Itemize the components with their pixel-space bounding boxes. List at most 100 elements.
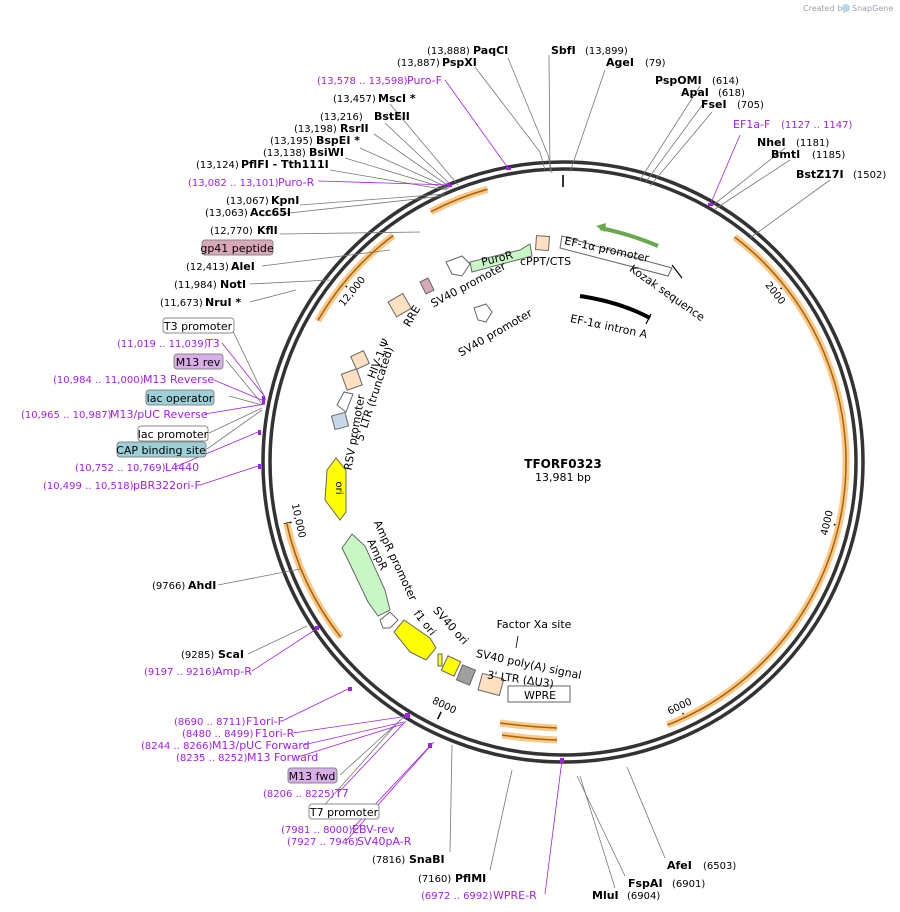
svg-text:EBV-rev: EBV-rev	[352, 823, 395, 836]
primer-f1ori-f: (8690 .. 8711)F1ori-F	[174, 715, 284, 728]
lac-operator-label: lac operator	[147, 392, 214, 405]
feature-arc-core	[317, 234, 394, 321]
primer-wpre-r: (6972 .. 6992)WPRE-R	[421, 889, 537, 902]
svg-text:T3: T3	[205, 337, 220, 350]
primer-leader-lines	[174, 79, 741, 895]
enzyme-pflfi: (13,124)PflFI - Tth111I	[196, 158, 329, 171]
svg-text:(6503): (6503)	[703, 861, 736, 872]
enzyme-bstz17i: BstZ17I(1502)	[796, 168, 886, 181]
enzyme-kfli: (12,770)KflI	[210, 224, 278, 237]
svg-text:SV40pA-R: SV40pA-R	[357, 835, 412, 848]
svg-text:(9197 .. 9216): (9197 .. 9216)	[144, 667, 216, 678]
f1ori-arrow	[393, 619, 437, 661]
cppt-box	[534, 235, 551, 252]
intron-bar	[579, 294, 651, 320]
svg-text:Acc65I: Acc65I	[250, 206, 291, 219]
svg-text:(12,770): (12,770)	[210, 226, 253, 237]
svg-text:SV40 promoter: SV40 promoter	[456, 306, 535, 359]
svg-text:pBR322ori-F: pBR322ori-F	[133, 479, 201, 492]
svg-text:AgeI: AgeI	[606, 56, 634, 69]
svg-text:FseI: FseI	[701, 98, 727, 111]
svg-text:EF1a-F: EF1a-F	[733, 118, 770, 131]
enzyme-noti: (11,984)NotI	[174, 278, 246, 291]
svg-text:M13 Reverse: M13 Reverse	[143, 373, 214, 386]
credit-prefix: Created by	[803, 4, 847, 13]
primer-puro-r: (13,082 .. 13,101)Puro-R	[188, 176, 315, 189]
svg-text:SnaBI: SnaBI	[409, 853, 445, 866]
feature-arc	[429, 185, 489, 215]
svg-text:(8690 .. 8711): (8690 .. 8711)	[174, 717, 246, 728]
svg-text:(9285): (9285)	[181, 650, 214, 661]
svg-text:PspXI: PspXI	[442, 56, 477, 69]
t3-promoter-label: T3 promoter	[163, 320, 233, 333]
feature-arc-core	[667, 236, 847, 726]
puror-arrow	[469, 243, 533, 273]
wpre-label: WPRE	[524, 689, 556, 702]
svg-text:(705): (705)	[737, 100, 764, 111]
svg-text:(12,413): (12,413)	[186, 262, 229, 273]
svg-text:T7: T7	[334, 787, 349, 800]
feature-arcs	[283, 185, 850, 729]
enzyme-pspomi: PspOMI(614)	[655, 74, 739, 87]
svg-text:FspAI: FspAI	[628, 877, 663, 890]
svg-text:PspOMI: PspOMI	[655, 74, 702, 87]
ori-arrow	[324, 457, 347, 521]
svg-text:NotI: NotI	[220, 278, 246, 291]
enzyme-bspei: (13,195)BspEI *	[270, 134, 360, 147]
primer-m13puc-reverse: (10,965 .. 10,987)M13/pUC Reverse	[21, 408, 208, 421]
enzyme-bmti: BmtI(1185)	[771, 148, 845, 161]
svg-text:AleI: AleI	[231, 260, 255, 273]
enzyme-labels: (13,888)PaqCI SbfI(13,899) (13,887)PspXI…	[152, 44, 886, 902]
svg-text:(13,124): (13,124)	[196, 160, 239, 171]
wpre-box	[507, 685, 571, 703]
svg-text:AhdI: AhdI	[188, 579, 216, 592]
tick-label: 4000	[819, 509, 835, 536]
svg-text:KpnI: KpnI	[271, 194, 299, 207]
svg-text:(13,899): (13,899)	[585, 46, 628, 57]
svg-text:(13,578 .. 13,598): (13,578 .. 13,598)	[317, 76, 408, 87]
svg-text:(13,138): (13,138)	[263, 148, 306, 159]
svg-text:Amp-R: Amp-R	[215, 665, 252, 678]
svg-text:(8235 .. 8252): (8235 .. 8252)	[176, 753, 248, 764]
ampr-arrow	[341, 533, 391, 617]
svg-text:M13/pUC Reverse: M13/pUC Reverse	[110, 408, 208, 421]
enzyme-fsei: FseI (705)	[701, 98, 764, 111]
tick-label: 8000	[430, 696, 458, 717]
svg-text:ScaI: ScaI	[218, 648, 244, 661]
svg-text:(11,673): (11,673)	[160, 298, 203, 309]
svg-text:(8480 .. 8499): (8480 .. 8499)	[182, 729, 254, 740]
t7-promoter-label: T7 promoter	[309, 806, 379, 819]
tick-mark	[436, 711, 442, 720]
svg-text:(79): (79)	[645, 58, 666, 69]
svg-text:PflMI: PflMI	[455, 872, 486, 885]
svg-text:(1181): (1181)	[796, 138, 829, 149]
svg-text:MluI: MluI	[592, 889, 619, 902]
svg-text:M13/pUC Forward: M13/pUC Forward	[212, 739, 310, 752]
svg-text:PaqCI: PaqCI	[473, 44, 508, 57]
primer-marks	[258, 167, 713, 763]
primer-pbr322ori-f: (10,499 .. 10,518)pBR322ori-F	[43, 479, 201, 492]
enzyme-pspxi: (13,887)PspXI	[397, 56, 477, 69]
svg-text:(10,984 .. 11,000): (10,984 .. 11,000)	[53, 375, 144, 386]
svg-text:(1502): (1502)	[853, 170, 886, 181]
svg-text:SbfI: SbfI	[551, 44, 576, 57]
svg-text:(10,965 .. 10,987): (10,965 .. 10,987)	[21, 410, 112, 421]
svg-text:(13,216): (13,216)	[320, 112, 363, 123]
primer-m13puc-forward: (8244 .. 8266)M13/pUC Forward	[141, 739, 310, 752]
svg-text:(7927 .. 7946): (7927 .. 7946)	[287, 837, 359, 848]
plasmid-size: 13,981 bp	[535, 471, 591, 484]
snapgene-logo-icon	[842, 4, 850, 12]
svg-text:(13,887): (13,887)	[397, 58, 440, 69]
svg-text:(9766): (9766)	[152, 581, 185, 592]
svg-text:Puro-F: Puro-F	[407, 74, 442, 87]
svg-text:BspEI *: BspEI *	[316, 134, 360, 147]
enzyme-pflmi: (7160)PflMI	[418, 872, 486, 885]
svg-text:(6972 .. 6992): (6972 .. 6992)	[421, 891, 493, 902]
enzyme-acc65i: (13,063)Acc65I	[205, 206, 291, 219]
lac-promoter-label: lac promoter	[138, 428, 209, 441]
enzyme-kpni: (13,067)KpnI	[226, 194, 299, 207]
svg-text:(618): (618)	[718, 88, 745, 99]
ef1a-promoter-arrow	[559, 235, 673, 277]
